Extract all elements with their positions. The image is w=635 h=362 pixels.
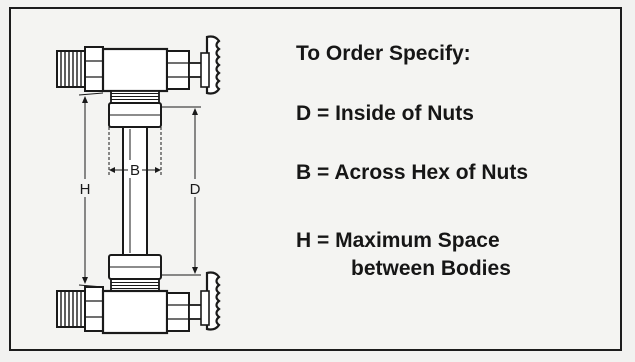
bottom-pipe-thread [56,290,86,328]
sight-glass-drawing: B D H [56,35,221,335]
figure-frame: B D H To [9,7,622,351]
top-right-hex [166,50,190,90]
order-spec-panel: To Order Specify: D = Inside of Nuts B =… [296,9,616,349]
glass-tube [122,126,148,256]
bottom-right-hex [166,292,190,332]
label-d: D [190,181,201,198]
top-handwheel [205,35,221,95]
order-spec-heading: To Order Specify: [296,42,471,65]
top-left-hex [84,46,104,92]
gauge-glass-diagram: B D H [51,29,261,349]
bottom-valve-assembly [56,254,221,335]
bottom-handwheel [205,271,221,331]
bottom-packing-thread [110,278,160,292]
bottom-valve-body [101,289,169,335]
top-pipe-thread [56,50,86,88]
dimension-d: D [161,106,202,276]
top-packing-thread [110,90,160,104]
label-b: B [130,162,140,179]
bottom-left-hex [84,286,104,332]
label-h: H [80,181,91,198]
dimension-b: B [108,127,162,179]
spec-h-continuation: between Bodies [351,257,511,280]
spec-d-line: D = Inside of Nuts [296,102,474,125]
dimension-h: H [78,92,104,288]
top-valve-assembly [56,35,221,128]
spec-b-line: B = Across Hex of Nuts [296,161,529,184]
top-valve-body [101,47,169,93]
spec-h-line: H = Maximum Space [296,229,500,252]
